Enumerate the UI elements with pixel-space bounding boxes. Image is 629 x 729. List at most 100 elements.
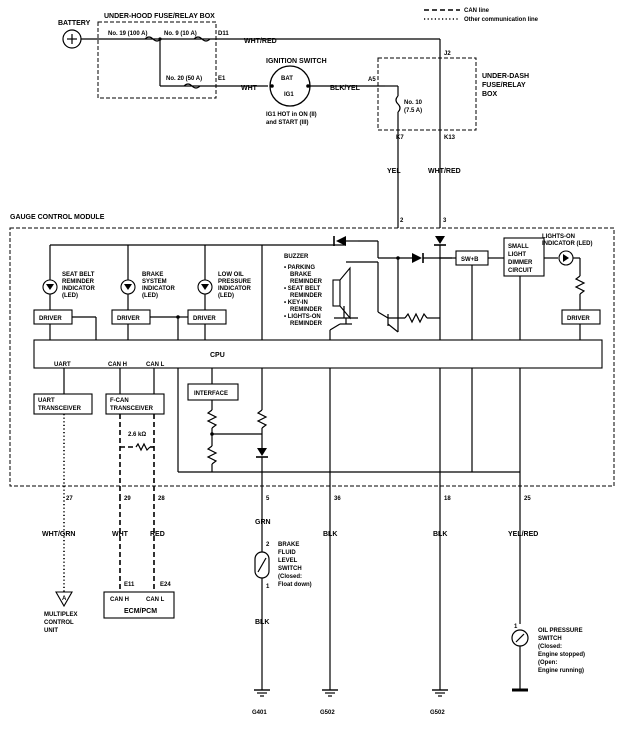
driver-brake-label: DRIVER <box>117 316 140 322</box>
can-resistor-label: 2.6 kΩ <box>128 432 146 438</box>
cpu-uart-label: UART <box>54 362 71 368</box>
dimmer-label-4: CIRCUIT <box>508 268 533 274</box>
dimmer-circuit-box <box>503 237 545 277</box>
driver-seat-belt-label: DRIVER <box>39 316 62 322</box>
gcm-pin-2: 2 <box>400 218 404 224</box>
under-dash-label-1: UNDER-DASH <box>482 73 529 80</box>
wire-blk-36: BLK <box>323 531 337 538</box>
buzzer-item-3: REMINDER <box>290 279 323 285</box>
oil-switch-label-1: OIL PRESSURE <box>538 628 583 634</box>
under-dash-label-2: FUSE/RELAY <box>482 82 526 89</box>
legend: CAN line Other communication line <box>424 8 539 23</box>
brake-switch-label-3: LEVEL <box>278 558 298 564</box>
lights-on-label-1: LIGHTS-ON <box>542 234 575 240</box>
seat-belt-label-3: INDICATOR <box>62 286 95 292</box>
wire-blk-18: BLK <box>433 531 447 538</box>
brake-switch-label-5: (Closed: <box>278 574 302 580</box>
fuse-20-icon <box>183 83 201 89</box>
brake-label-2: SYSTEM <box>142 279 167 285</box>
fcan-transceiver-label-2: TRANSCEIVER <box>110 406 154 412</box>
wire-wht-grn: WHT/GRN <box>42 531 75 538</box>
oil-switch-label-6: Engine running) <box>538 668 584 674</box>
brake-label-3: INDICATOR <box>142 286 175 292</box>
low-oil-label-3: INDICATOR <box>218 286 251 292</box>
can-resistor-icon <box>135 442 151 452</box>
dimmer-label-2: LIGHT <box>508 252 526 258</box>
ignition-switch: IGNITION SWITCH BAT IG1 IG1 HOT in ON (I… <box>266 58 327 126</box>
pin5-diode-icon <box>257 448 267 456</box>
pin-18: 18 <box>444 496 451 502</box>
oil-switch-pin-1: 1 <box>514 624 518 630</box>
diode-2-icon <box>412 253 422 263</box>
oil-switch-label-2: SWITCH <box>538 636 562 642</box>
pin-d11: D11 <box>218 31 229 37</box>
ecm-canl-label: CAN L <box>146 597 165 603</box>
wire-blk-yel: BLK/YEL <box>330 85 361 92</box>
buzzer-item-1: • PARKING <box>284 265 315 271</box>
multiplex-label-2: CONTROL <box>44 620 74 626</box>
lights-on-label-2: INDICATOR (LED) <box>542 241 592 247</box>
fuse-19-label: No. 19 (100 A) <box>108 31 147 37</box>
ground-g401-label: G401 <box>252 710 267 716</box>
ground-g502-b: G502 <box>430 689 448 716</box>
ignition-switch-label: IGNITION SWITCH <box>266 58 327 65</box>
seat-belt-indicator: SEAT BELT REMINDER INDICATOR (LED) <box>42 245 95 310</box>
fcan-transceiver <box>105 393 165 415</box>
ign-ig1-label: IG1 <box>284 92 294 98</box>
wire-wht-red-2: WHT/RED <box>428 168 461 175</box>
fuse-10-rating: (7.5 A) <box>404 108 422 114</box>
fuse-10-icon <box>395 95 401 113</box>
uart-transceiver-label-1: UART <box>38 398 55 404</box>
fuse-20-label: No. 20 (50 A) <box>166 76 202 82</box>
multiplex-connector-icon <box>55 591 73 608</box>
ground-g401: G401 <box>252 689 270 716</box>
wire-blk-brake: BLK <box>255 619 269 626</box>
multiplex-label-3: UNIT <box>44 628 58 634</box>
wire-red-can: RED <box>150 531 165 538</box>
buzzer-item-6: • KEY-IN <box>284 300 308 306</box>
multiplex-control-unit: A MULTIPLEX CONTROL UNIT <box>44 591 78 634</box>
buzzer-icon <box>332 279 341 307</box>
pin-36: 36 <box>334 496 341 502</box>
wire-grn: GRN <box>255 519 271 526</box>
diode-3-icon <box>435 236 445 244</box>
ground-g502-b-label: G502 <box>430 710 445 716</box>
driver-lights-on-label: DRIVER <box>567 316 590 322</box>
gcm-pin-3: 3 <box>443 218 447 224</box>
ecm-pin-e24: E24 <box>160 582 171 588</box>
brake-switch-pin-1: 1 <box>266 584 270 590</box>
gcm-title: GAUGE CONTROL MODULE <box>10 214 105 221</box>
fuse-9-label: No. 9 (10 A) <box>164 31 197 37</box>
driver-low-oil-label: DRIVER <box>193 316 216 322</box>
cpu-label: CPU <box>210 352 225 359</box>
diode-icon <box>336 236 346 246</box>
ground-g502-a: G502 <box>320 689 338 716</box>
under-hood-fuse-box-label: UNDER-HOOD FUSE/RELAY BOX <box>104 13 215 20</box>
brake-switch-label-2: FLUID <box>278 550 296 556</box>
buzzer-item-8: • LIGHTS-ON <box>284 314 321 320</box>
oil-switch-label-4: Engine stopped) <box>538 652 585 658</box>
under-hood-fuse-box: UNDER-HOOD FUSE/RELAY BOX No. 19 (100 A)… <box>97 13 229 99</box>
multiplex-label-1: MULTIPLEX <box>44 612 78 618</box>
low-oil-indicator: LOW OIL PRESSURE INDICATOR (LED) <box>197 245 251 310</box>
ignition-switch-icon <box>269 65 311 107</box>
buzzer-item-2: BRAKE <box>290 272 311 278</box>
cpu-block <box>33 339 603 369</box>
pin-29: 29 <box>124 496 131 502</box>
multiplex-pin-a: A <box>62 596 67 602</box>
pin-28: 28 <box>158 496 165 502</box>
low-oil-label-1: LOW OIL <box>218 272 244 278</box>
dimmer-label-1: SMALL <box>508 244 529 250</box>
buzzer: BUZZER • PARKING BRAKE REMINDER • SEAT B… <box>284 254 351 327</box>
brake-switch-label-4: SWITCH <box>278 566 302 572</box>
pin-k13: K13 <box>444 135 456 141</box>
driver-lights-on <box>561 309 601 325</box>
pin-5: 5 <box>266 496 270 502</box>
oil-switch-label-5: (Open: <box>538 660 557 666</box>
brake-switch-label-6: Float down) <box>278 582 312 588</box>
pin-k7: K7 <box>396 135 404 141</box>
seat-belt-label-4: (LED) <box>62 293 78 299</box>
wire-yel: YEL <box>387 168 401 175</box>
ecm-pcm <box>103 591 175 619</box>
brake-label-4: (LED) <box>142 293 158 299</box>
